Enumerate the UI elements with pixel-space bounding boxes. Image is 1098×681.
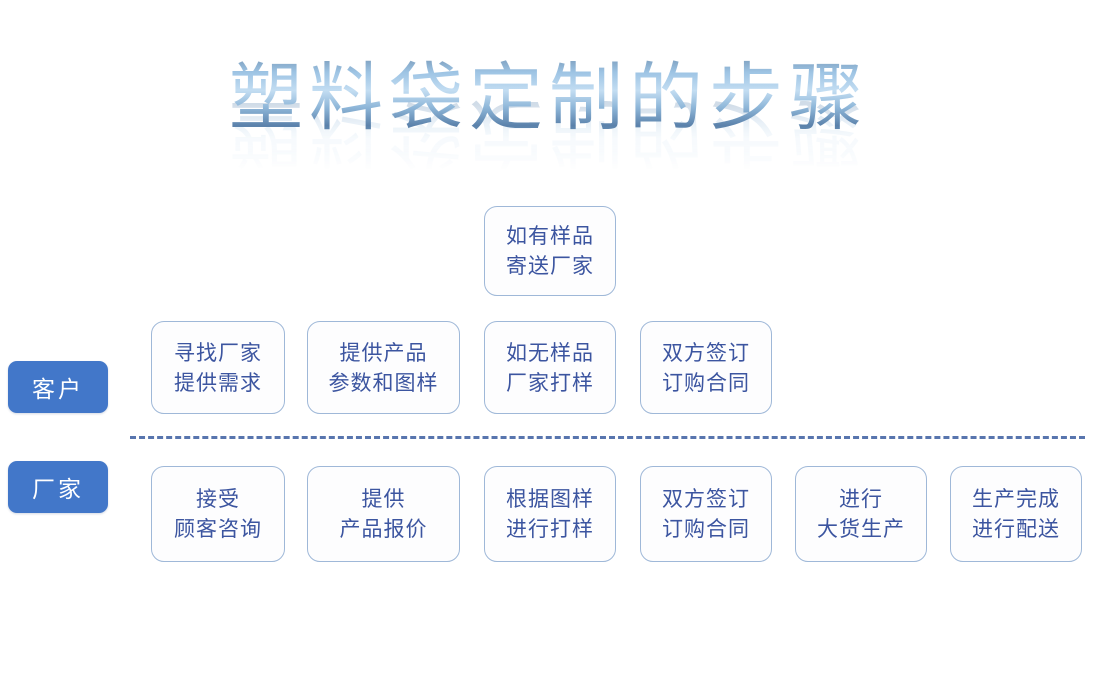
page-title-reflection-text: 塑料袋定制的步骤 <box>229 86 869 178</box>
role-tag-manufacturer[interactable]: 厂家 <box>8 461 108 513</box>
process-box-line-1: 进行 <box>839 487 883 511</box>
process-box-line-2: 产品报价 <box>339 517 428 541</box>
process-box-sample-yes[interactable]: 如有样品 寄送厂家 <box>484 206 616 296</box>
process-box-line-1: 接受 <box>196 487 240 511</box>
process-box-make-sample[interactable]: 根据图样 进行打样 <box>484 466 616 562</box>
process-box-line-2: 大货生产 <box>817 517 905 541</box>
process-box-bulk-production[interactable]: 进行 大货生产 <box>795 466 927 562</box>
swimlane-divider <box>130 436 1085 439</box>
process-box-sample-no[interactable]: 如无样品 厂家打样 <box>484 321 616 414</box>
process-box-line-1: 如有样品 <box>506 224 594 248</box>
process-box-provide-specs[interactable]: 提供产品 参数和图样 <box>307 321 460 414</box>
process-box-line-1: 如无样品 <box>506 340 594 365</box>
process-box-sign-contract[interactable]: 双方签订 订购合同 <box>640 321 772 414</box>
role-tag-customer[interactable]: 客户 <box>8 361 108 413</box>
process-box-line-2: 顾客咨询 <box>174 517 262 541</box>
process-box-line-1: 提供 <box>361 487 406 511</box>
process-box-provide-quote[interactable]: 提供 产品报价 <box>307 466 460 562</box>
process-box-line-1: 寻找厂家 <box>174 340 262 365</box>
process-box-accept-inquiry[interactable]: 接受 顾客咨询 <box>151 466 285 562</box>
process-box-line-2: 订购合同 <box>662 370 750 395</box>
process-box-line-2: 进行打样 <box>506 517 594 541</box>
process-box-find-factory[interactable]: 寻找厂家 提供需求 <box>151 321 285 414</box>
process-box-line-1: 双方签订 <box>662 487 750 511</box>
process-box-line-2: 寄送厂家 <box>506 254 594 278</box>
process-box-line-2: 订购合同 <box>662 517 750 541</box>
process-box-line-2: 厂家打样 <box>506 370 594 395</box>
process-box-finish-delivery[interactable]: 生产完成 进行配送 <box>950 466 1082 562</box>
page-title-reflection: 塑料袋定制的步骤 <box>0 86 1098 178</box>
page-title: 塑料袋定制的步骤 <box>0 52 1098 182</box>
process-box-line-1: 提供产品 <box>339 340 428 365</box>
process-box-line-1: 生产完成 <box>972 487 1060 511</box>
process-box-line-1: 根据图样 <box>506 487 594 511</box>
process-box-line-2: 进行配送 <box>972 517 1060 541</box>
process-box-line-2: 参数和图样 <box>328 370 439 395</box>
process-box-line-2: 提供需求 <box>174 370 262 395</box>
page-title-text: 塑料袋定制的步骤 <box>229 52 869 144</box>
role-tag-customer-label: 客户 <box>32 377 84 403</box>
process-box-sign-contract-2[interactable]: 双方签订 订购合同 <box>640 466 772 562</box>
role-tag-manufacturer-label: 厂家 <box>32 477 84 503</box>
process-box-line-1: 双方签订 <box>662 340 750 365</box>
